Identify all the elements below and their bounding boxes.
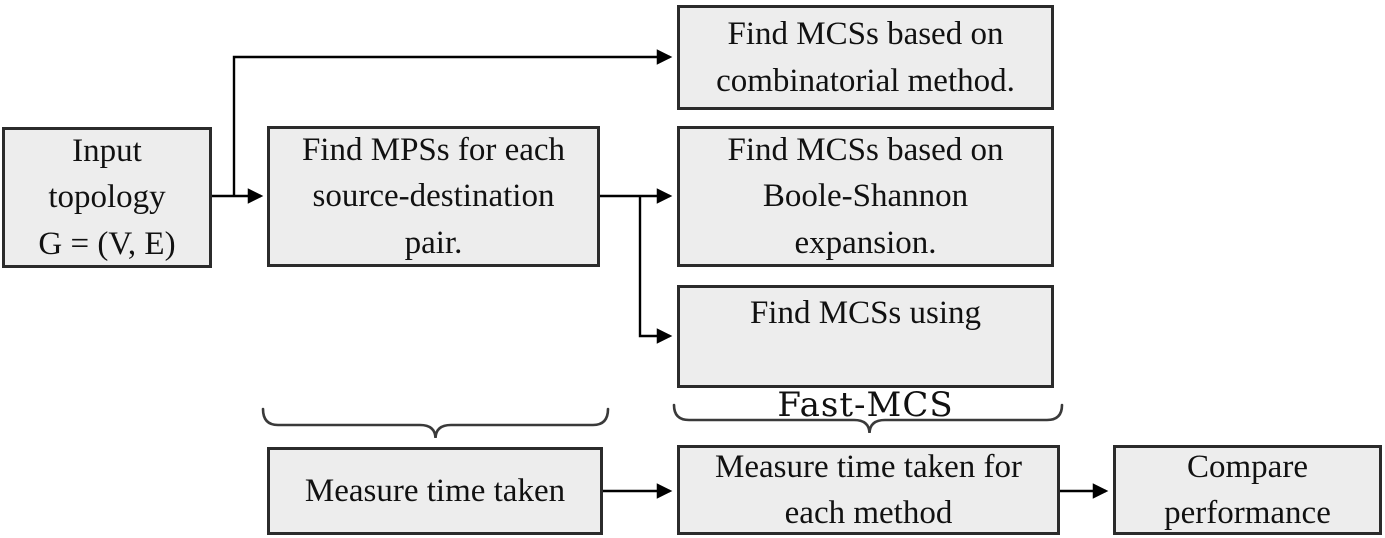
node-find-mcs-combinatorial: Find MCSs based on combinatorial method. xyxy=(677,5,1054,110)
underbrace-mcs-column xyxy=(672,403,1064,434)
node-measure-time-taken: Measure time taken xyxy=(267,447,603,535)
find-mcs-using-label: Find MCSs using xyxy=(749,294,982,331)
arrow-input-to-combinatorial xyxy=(232,49,673,196)
node-find-mcs-boole-shannon: Find MCSs based on Boole-Shannon expansi… xyxy=(677,126,1054,267)
node-find-mps: Find MPSs for each source-destination pa… xyxy=(267,126,600,267)
arrow-mps-to-fastmcs xyxy=(638,196,673,344)
node-compare-performance: Compare performance xyxy=(1113,445,1382,535)
node-input-topology: Input topology G = (V, E) xyxy=(2,127,212,268)
node-find-mcs-fast-text: Find MCSs using Fast-MCS xyxy=(750,243,981,429)
fast-mcs-label: Fast-MCS xyxy=(777,384,954,425)
underbrace-mps-column xyxy=(261,407,610,439)
node-find-mcs-fast: Find MCSs using Fast-MCS xyxy=(677,285,1054,425)
node-measure-time-each-method: Measure time taken for each method xyxy=(677,445,1060,535)
